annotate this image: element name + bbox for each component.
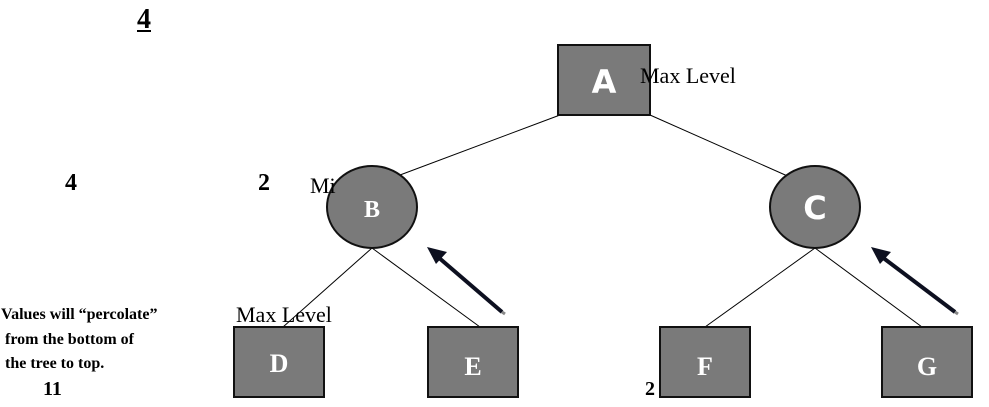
percolate-note-line1: Values will “percolate” [1,306,158,323]
percolate-note-line3: the tree to top. [1,355,105,372]
edge-b-d [282,247,373,328]
edge-c-f [704,247,816,328]
score-left: 4 [65,170,77,196]
min-level-label: Mi [310,173,336,198]
max-level-label-top: Max Level [640,63,736,88]
node-d-label: D [270,349,289,378]
node-f: F [659,326,751,398]
node-g: G [881,326,973,398]
score-f: 2 [645,378,655,400]
score-b: 2 [258,170,270,196]
percolate-note-line2: from the bottom of [1,331,135,348]
edge-b-e [371,247,481,328]
node-f-label: F [697,352,713,381]
score-d: 11 [43,378,62,400]
percolate-arrow-e-to-b [427,247,506,316]
node-c-label: C [803,189,826,227]
node-e-label: E [464,352,481,381]
percolate-arrow-g-to-c [871,247,959,316]
edge-c-g [814,247,923,328]
node-e: E [427,326,519,398]
max-level-label-mid: Max Level [236,302,332,327]
node-g-label: G [917,352,937,381]
node-b: B [326,165,418,249]
node-b-label: B [364,197,380,223]
node-c: C [769,165,861,249]
edge-a-c [649,114,793,179]
node-a: A [557,44,651,116]
edge-a-b [391,114,561,179]
node-a-label: A [592,63,617,101]
heading-number: 4 [137,4,151,35]
node-d: D [233,326,325,398]
